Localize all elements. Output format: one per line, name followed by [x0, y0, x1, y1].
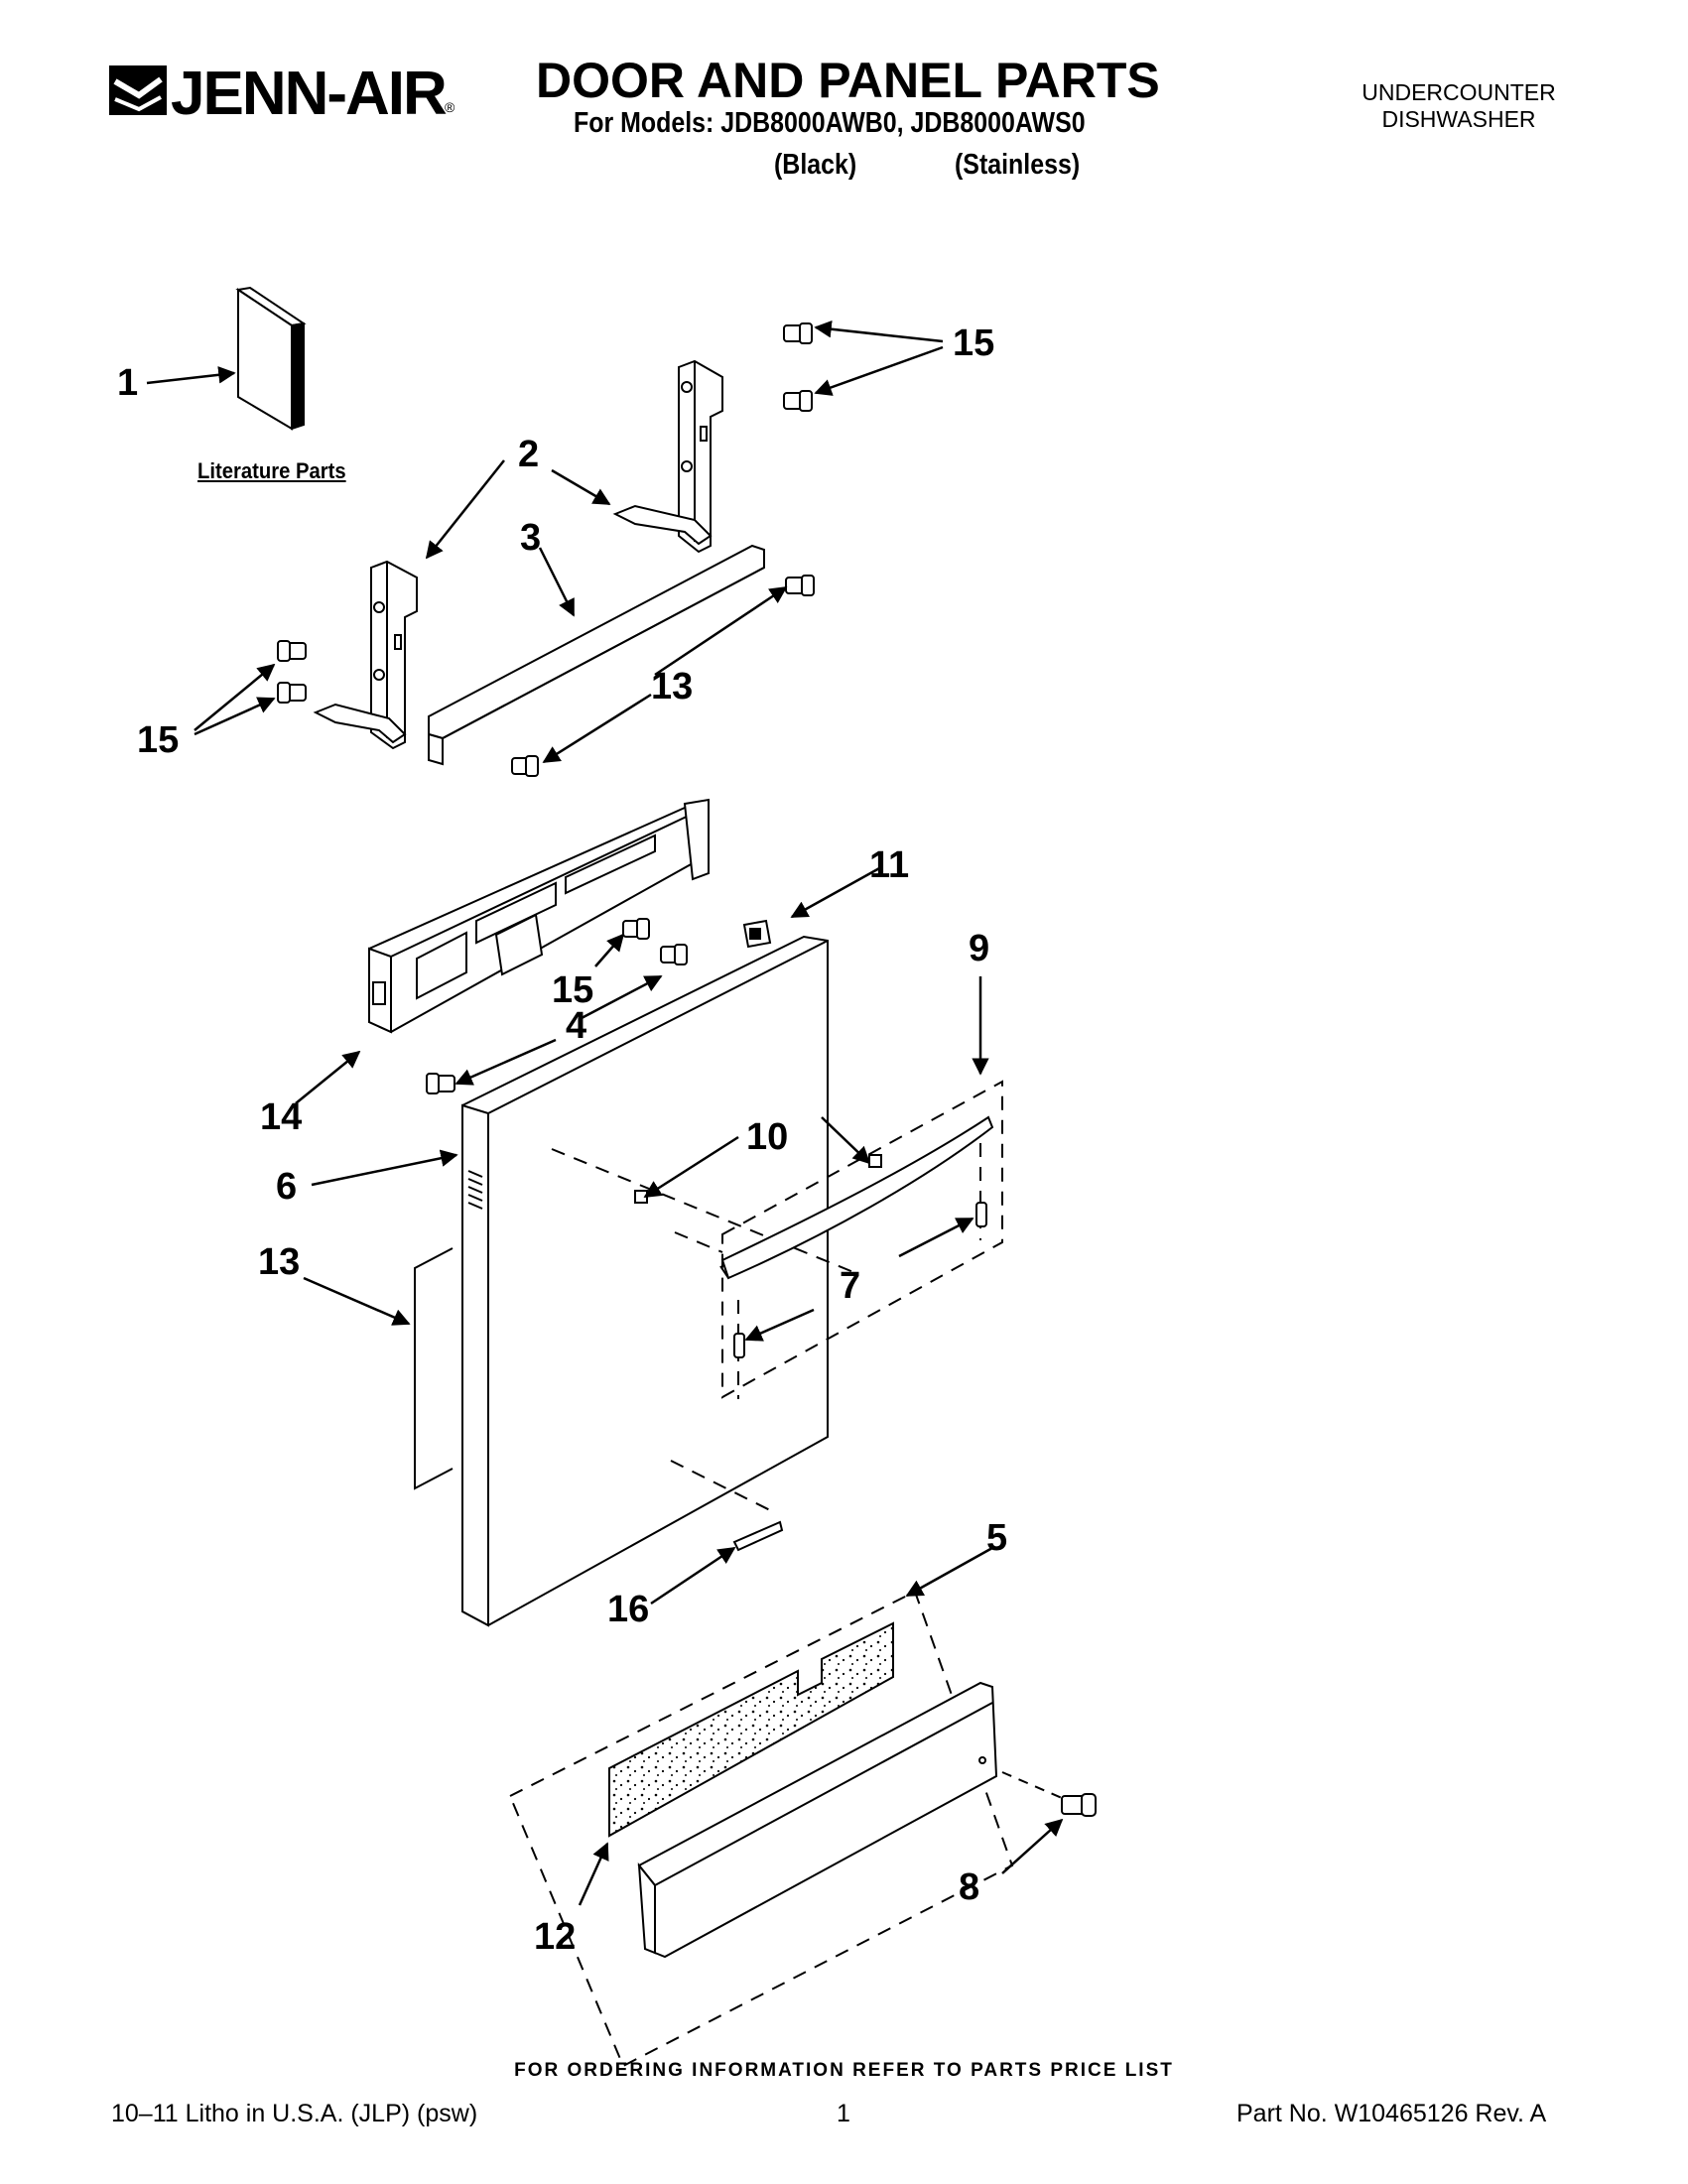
part-door-gasket [414, 1247, 454, 1490]
callout-15-center: 15 [552, 969, 594, 1011]
screw-15-left-a [277, 640, 307, 662]
litho-info: 10–11 Litho in U.S.A. (JLP) (psw) [111, 2100, 478, 2127]
callout-8: 8 [959, 1866, 980, 1908]
screw-15-top-a [783, 322, 813, 344]
part-hinge-left [313, 560, 418, 750]
callout-16: 16 [607, 1589, 650, 1630]
screw-13-right [785, 575, 815, 596]
models-line: For Models: JDB8000AWB0, JDB8000AWS0 [574, 107, 1086, 139]
product-line-2: DISHWASHER [1381, 106, 1536, 132]
registered-mark: ® [445, 99, 455, 115]
toe-screw-guide [1001, 1771, 1063, 1799]
part-door-handle [719, 1115, 994, 1280]
leader-arrows [146, 321, 1064, 1906]
handle-mount-guide-lower [674, 1231, 723, 1253]
callout-9: 9 [969, 928, 990, 969]
callout-12: 12 [534, 1916, 577, 1958]
callout-2: 2 [518, 434, 540, 475]
callout-15-top: 15 [953, 322, 995, 364]
part-number: Part No. W10465126 Rev. A [1236, 2100, 1547, 2127]
callout-3: 3 [520, 517, 542, 559]
screw-15-center [622, 918, 650, 940]
handle-mount-guide-upper [551, 1148, 854, 1273]
part-stud-right [975, 1202, 987, 1227]
screw-15-top-b [783, 390, 813, 412]
jenn-air-emblem-icon [109, 65, 167, 115]
page-number: 1 [837, 2100, 850, 2127]
page-title: DOOR AND PANEL PARTS [536, 53, 1160, 108]
screw-8-toe-panel [1061, 1793, 1097, 1817]
handle-group-outline [721, 1080, 1003, 1399]
callout-13-rail: 13 [651, 666, 694, 707]
variant-black: (Black) [774, 149, 857, 181]
part-control-console [368, 798, 710, 1034]
seal-clip-guide [670, 1460, 775, 1513]
literature-parts-label: Literature Parts [197, 458, 346, 483]
callout-1: 1 [117, 362, 139, 404]
ordering-note: FOR ORDERING INFORMATION REFER TO PARTS … [514, 2060, 1174, 2081]
part-toe-panel [637, 1681, 998, 1959]
part-insulation-foam [608, 1621, 894, 1838]
part-stud-left [733, 1333, 745, 1358]
product-type: UNDERCOUNTER DISHWASHER [1330, 79, 1588, 133]
callout-4: 4 [566, 1005, 587, 1047]
brand-name: JENN-AIR [171, 60, 448, 128]
screw-4-right [660, 944, 688, 965]
part-hinge-right [612, 359, 723, 554]
screw-4-left [426, 1073, 455, 1094]
variant-stainless: (Stainless) [955, 149, 1081, 181]
callout-5: 5 [986, 1517, 1008, 1559]
part-door-panel [461, 935, 829, 1627]
callout-10: 10 [746, 1116, 789, 1158]
callout-7: 7 [840, 1265, 861, 1307]
callout-13-gasket: 13 [258, 1241, 301, 1283]
part-door-seal-clip [732, 1520, 784, 1552]
part-clip [742, 919, 772, 949]
brand-logo: JENN-AIR ® [109, 58, 456, 128]
product-line-1: UNDERCOUNTER [1362, 79, 1556, 105]
callout-6: 6 [276, 1166, 298, 1208]
part-spacer-right [868, 1154, 882, 1168]
part-literature-booklet [235, 286, 307, 431]
callout-11: 11 [869, 844, 910, 886]
callout-14: 14 [260, 1096, 303, 1138]
screw-13-left [511, 755, 539, 777]
callout-15-left: 15 [137, 719, 180, 761]
part-top-rail [428, 544, 765, 766]
screw-15-left-b [277, 682, 307, 704]
